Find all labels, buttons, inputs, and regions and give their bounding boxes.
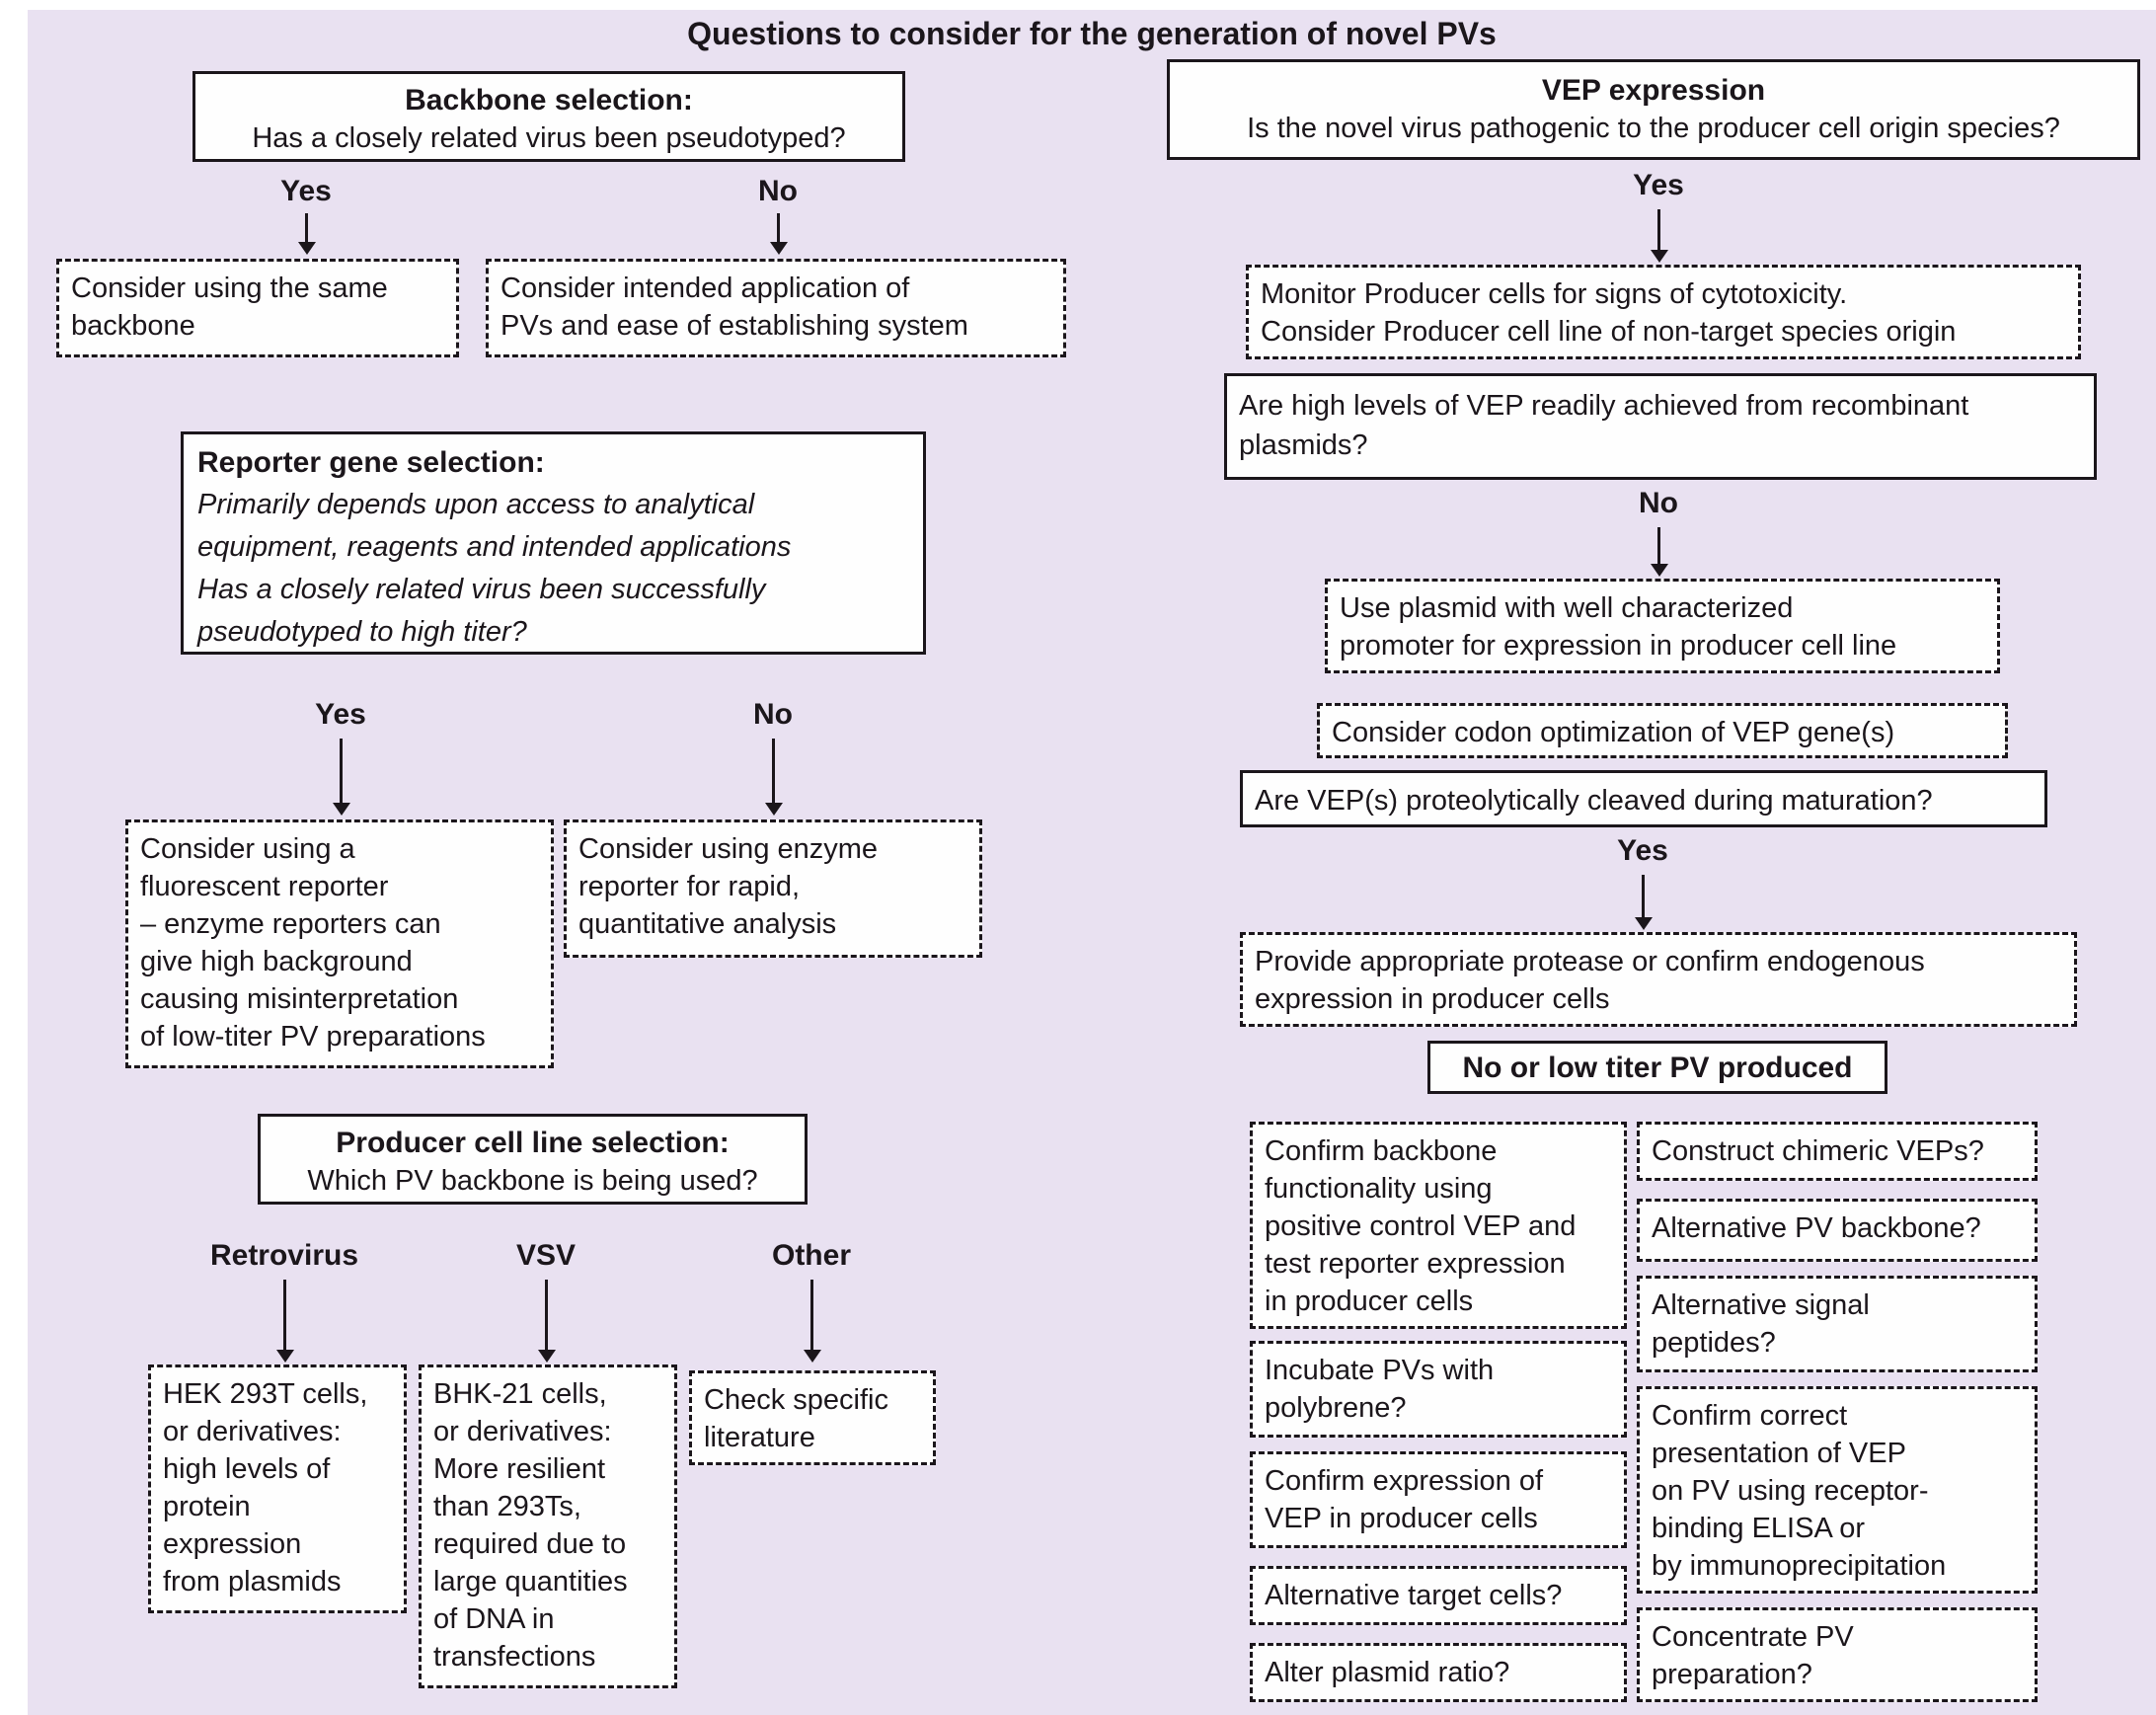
reporter-no-label: No bbox=[753, 698, 793, 731]
vep-yes-label: Yes bbox=[1633, 169, 1684, 201]
producer-cell-selection-box: Producer cell line selection: Which PV b… bbox=[258, 1114, 808, 1205]
intended-application-box: Consider intended application of PVs and… bbox=[486, 259, 1066, 357]
alternative-backbone-box: Alternative PV backbone? bbox=[1637, 1199, 2038, 1262]
backbone-no-label: No bbox=[758, 175, 798, 207]
characterized-promoter-box: Use plasmid with well characterized prom… bbox=[1325, 579, 2000, 673]
reporter-gene-selection-heading: Reporter gene selection: bbox=[197, 446, 545, 479]
check-literature-box: Check specific literature bbox=[689, 1370, 936, 1465]
retrovirus-label: Retrovirus bbox=[209, 1239, 359, 1272]
diagram-title: Questions to consider for the generation… bbox=[687, 16, 1497, 51]
producer-cell-selection-question: Which PV backbone is being used? bbox=[307, 1165, 758, 1197]
backbone-selection-heading: Backbone selection: bbox=[405, 84, 693, 117]
proteolytic-cleavage-question-box: Are VEP(s) proteolytically cleaved durin… bbox=[1240, 770, 2047, 827]
arrow-down-icon bbox=[772, 739, 775, 804]
chimeric-veps-box: Construct chimeric VEPs? bbox=[1637, 1122, 2038, 1181]
confirm-presentation-box: Confirm correct presentation of VEP on P… bbox=[1637, 1386, 2038, 1594]
vep-expression-question: Is the novel virus pathogenic to the pro… bbox=[1247, 113, 2060, 144]
arrow-down-icon bbox=[1657, 527, 1660, 565]
alter-plasmid-ratio-box: Alter plasmid ratio? bbox=[1250, 1643, 1627, 1702]
alternative-signal-peptides-box: Alternative signal peptides? bbox=[1637, 1276, 2038, 1372]
alternative-target-cells-box: Alternative target cells? bbox=[1250, 1566, 1627, 1625]
vep-expression-heading: VEP expression bbox=[1541, 74, 1766, 107]
enzyme-reporter-box: Consider using enzyme reporter for rapid… bbox=[564, 819, 982, 958]
codon-optimization-box: Consider codon optimization of VEP gene(… bbox=[1317, 703, 2008, 758]
confirm-backbone-functionality-box: Confirm backbone functionality using pos… bbox=[1250, 1122, 1627, 1329]
confirm-vep-expression-box: Confirm expression of VEP in producer ce… bbox=[1250, 1451, 1627, 1548]
arrow-down-icon bbox=[545, 1280, 548, 1351]
arrow-down-icon bbox=[777, 213, 780, 243]
arrow-down-icon bbox=[1657, 209, 1660, 251]
vep-expression-box: VEP expression Is the novel virus pathog… bbox=[1167, 59, 2140, 160]
arrow-down-icon bbox=[1642, 875, 1645, 918]
cleavage-yes-label: Yes bbox=[1617, 834, 1668, 867]
high-levels-question-box: Are high levels of VEP readily achieved … bbox=[1224, 373, 2097, 480]
reporter-yes-label: Yes bbox=[315, 698, 366, 731]
backbone-selection-question: Has a closely related virus been pseudot… bbox=[252, 122, 846, 154]
fluorescent-reporter-box: Consider using a fluorescent reporter – … bbox=[125, 819, 554, 1068]
same-backbone-box: Consider using the same backbone bbox=[56, 259, 459, 357]
incubate-polybrene-box: Incubate PVs with polybrene? bbox=[1250, 1341, 1627, 1438]
reporter-gene-selection-description: Primarily depends upon access to analyti… bbox=[197, 489, 792, 648]
protease-box: Provide appropriate protease or confirm … bbox=[1240, 932, 2077, 1027]
reporter-gene-selection-box: Reporter gene selection: Primarily depen… bbox=[181, 431, 926, 655]
vsv-label: VSV bbox=[515, 1239, 577, 1272]
bhk21-box: BHK-21 cells, or derivatives: More resil… bbox=[419, 1364, 677, 1688]
vep-no-label: No bbox=[1639, 487, 1678, 519]
arrow-down-icon bbox=[283, 1280, 286, 1351]
arrow-down-icon bbox=[810, 1280, 813, 1351]
hek293t-box: HEK 293T cells, or derivatives: high lev… bbox=[148, 1364, 407, 1613]
producer-cell-selection-heading: Producer cell line selection: bbox=[336, 1127, 730, 1159]
monitor-cytotoxicity-box: Monitor Producer cells for signs of cyto… bbox=[1246, 265, 2081, 359]
backbone-selection-box: Backbone selection: Has a closely relate… bbox=[192, 71, 905, 162]
concentrate-pv-box: Concentrate PV preparation? bbox=[1637, 1607, 2038, 1702]
arrow-down-icon bbox=[305, 213, 308, 243]
backbone-yes-label: Yes bbox=[280, 175, 332, 207]
arrow-down-icon bbox=[340, 739, 343, 804]
low-titer-heading-box: No or low titer PV produced bbox=[1427, 1041, 1887, 1094]
other-label: Other bbox=[771, 1239, 851, 1272]
